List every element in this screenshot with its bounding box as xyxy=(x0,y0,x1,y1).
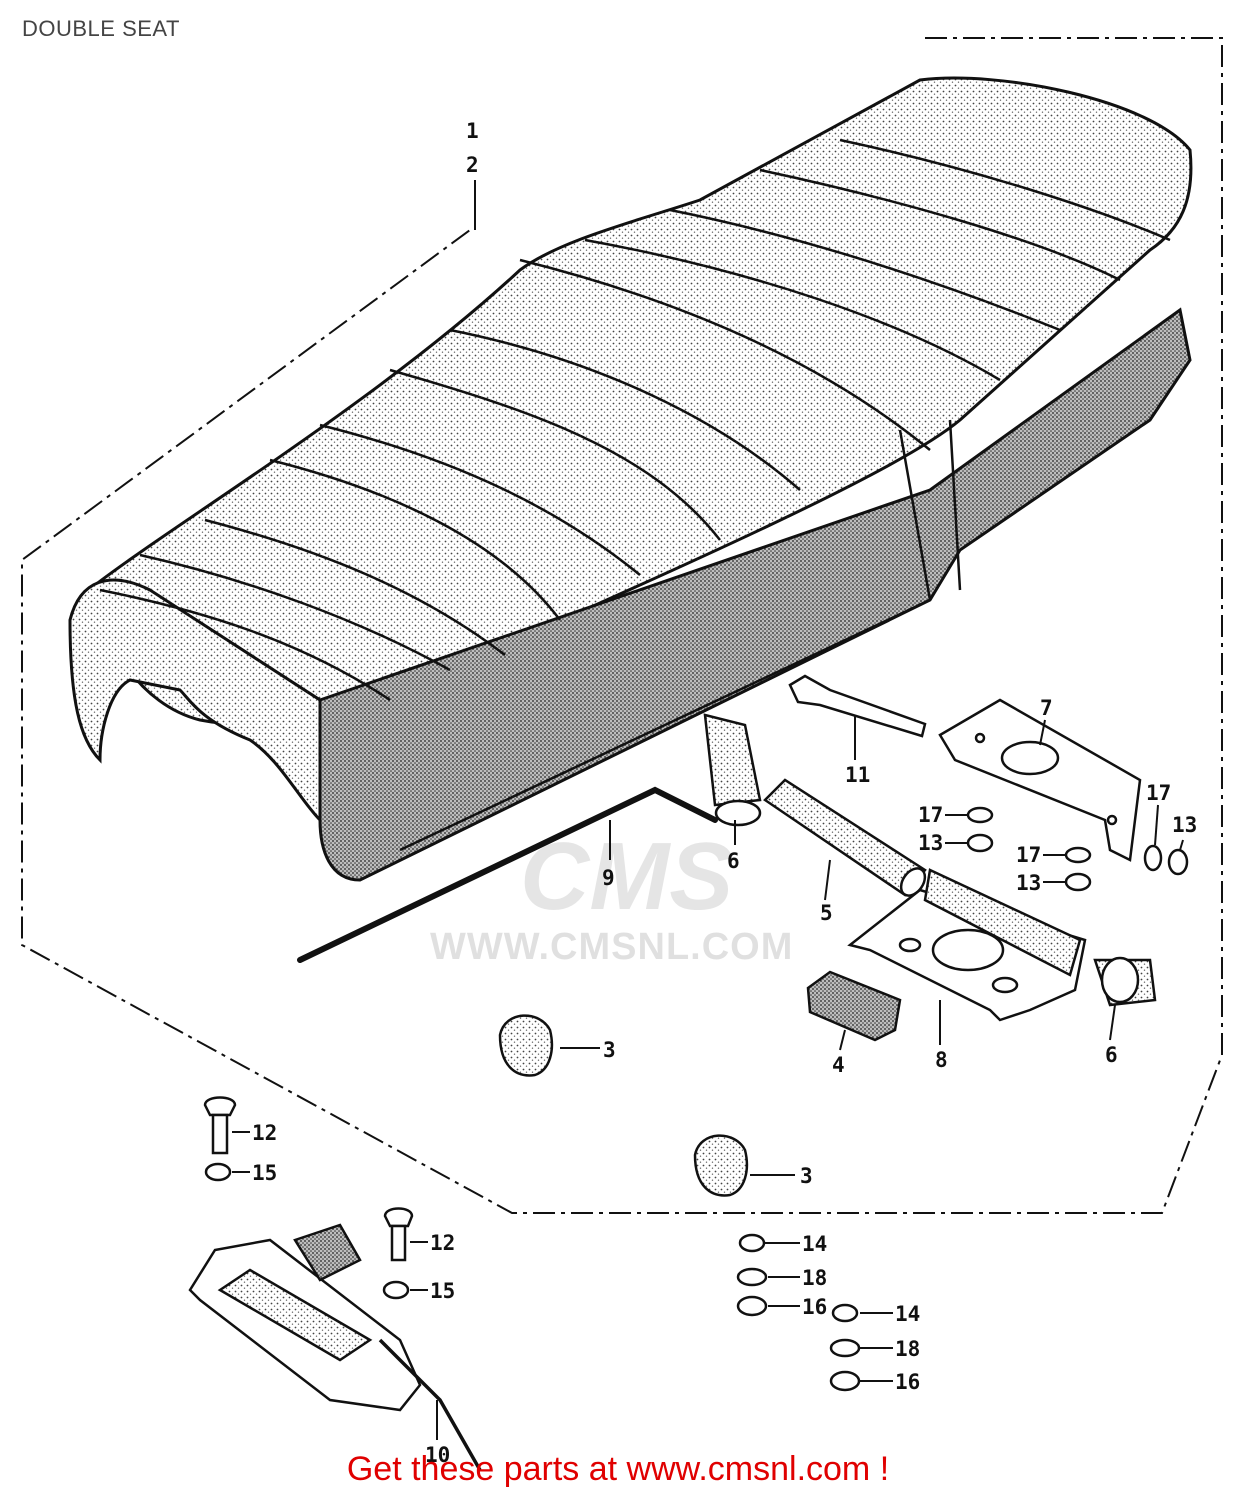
callout-12b: 12 xyxy=(430,1231,455,1255)
callout-14b: 14 xyxy=(895,1302,920,1326)
leader-lines xyxy=(232,180,1184,1440)
callout-4: 4 xyxy=(832,1053,845,1077)
callout-8: 8 xyxy=(935,1048,948,1072)
callout-3b: 3 xyxy=(800,1164,813,1188)
part-3-cushion-b xyxy=(693,1134,749,1197)
callout-12a: 12 xyxy=(252,1121,277,1145)
callout-13a: 13 xyxy=(918,831,943,855)
callout-17a: 17 xyxy=(918,803,943,827)
callout-5: 5 xyxy=(820,901,833,925)
part-11-bolt xyxy=(788,674,927,738)
part-6-bushing-a xyxy=(703,713,762,827)
part-5-collar xyxy=(763,778,927,897)
seat-side-panel xyxy=(68,307,1192,882)
callout-14a: 14 xyxy=(802,1232,827,1256)
callout-17c: 17 xyxy=(1146,781,1171,805)
part-12-bolts xyxy=(203,1096,414,1262)
footer-link[interactable]: Get these parts at www.cmsnl.com ! xyxy=(346,1450,890,1488)
part-6-bushing-b xyxy=(1093,956,1157,1007)
callout-16a: 16 xyxy=(802,1295,827,1319)
page-title: DOUBLE SEAT xyxy=(22,16,180,41)
callout-1: 1 xyxy=(466,119,479,143)
callout-3a: 3 xyxy=(603,1038,616,1062)
hardware-nuts-washers xyxy=(204,806,1189,1392)
callout-18b: 18 xyxy=(895,1337,920,1361)
callout-17b: 17 xyxy=(1016,843,1041,867)
assembly-boundary xyxy=(21,37,1223,1214)
seat-pleats xyxy=(99,138,1171,852)
part-4-block xyxy=(806,970,902,1042)
watermark-url: WWW.CMSNL.COM xyxy=(430,926,794,968)
callout-labels: 1 2 3 3 4 5 6 6 7 8 9 10 11 12 12 13 13 … xyxy=(252,119,1197,1467)
part-3-cushion-a xyxy=(498,1014,554,1077)
callout-10: 10 xyxy=(425,1443,450,1467)
callout-9: 9 xyxy=(602,866,615,890)
part-9-rod xyxy=(297,786,718,963)
part-7-bracket xyxy=(938,698,1142,862)
callout-13c: 13 xyxy=(1172,813,1197,837)
part-10-seat-lock xyxy=(188,1223,482,1471)
callout-15b: 15 xyxy=(430,1279,455,1303)
callout-6a: 6 xyxy=(727,849,740,873)
callout-15a: 15 xyxy=(252,1161,277,1185)
callout-16b: 16 xyxy=(895,1370,920,1394)
callout-11: 11 xyxy=(845,763,870,787)
callout-7: 7 xyxy=(1040,696,1053,720)
callout-6b: 6 xyxy=(1105,1043,1118,1067)
callout-18a: 18 xyxy=(802,1266,827,1290)
callout-13b: 13 xyxy=(1016,871,1041,895)
part-8-hinge xyxy=(847,868,1087,1022)
callout-2: 2 xyxy=(466,153,479,177)
